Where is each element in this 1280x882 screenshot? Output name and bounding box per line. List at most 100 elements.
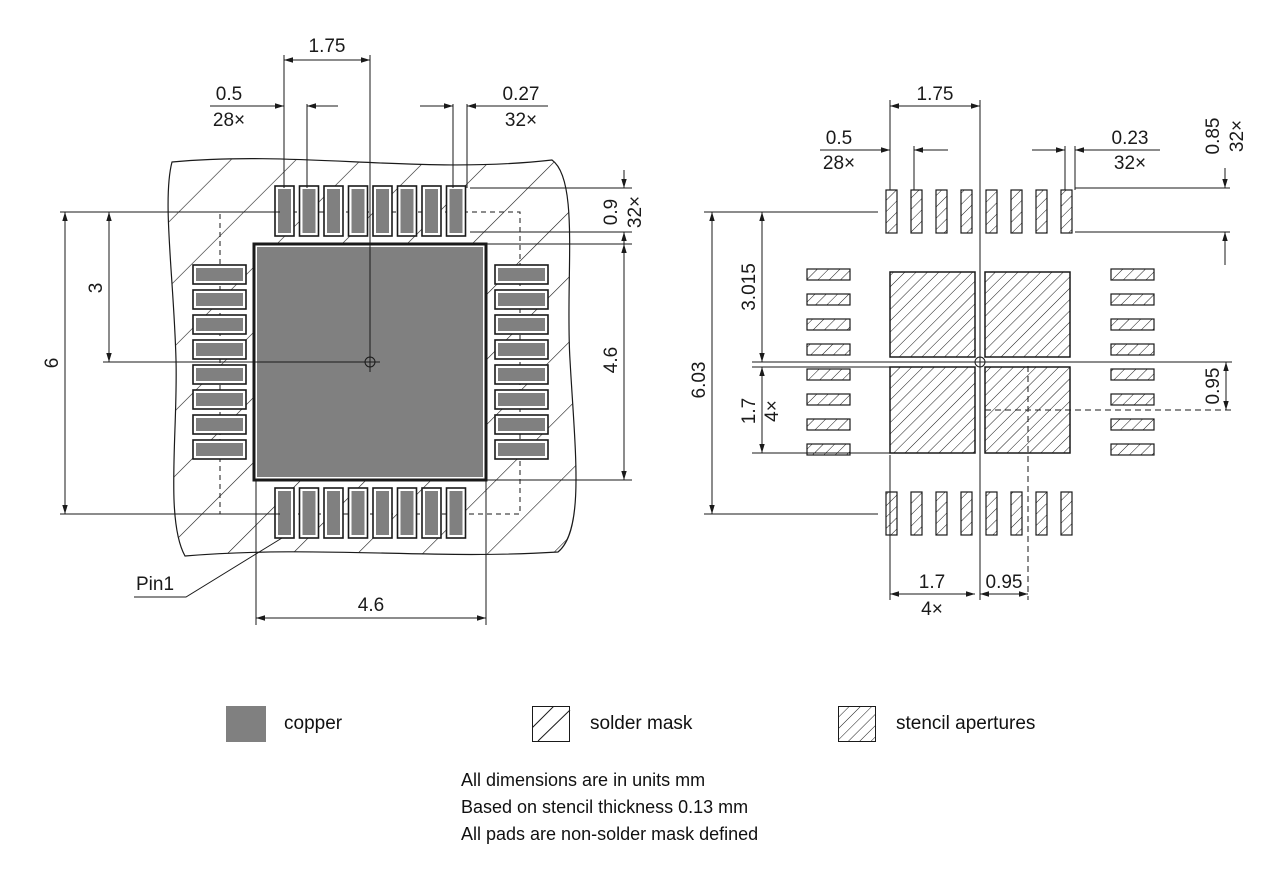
pad-top-copper — [400, 189, 414, 233]
aperture-right — [1110, 293, 1155, 306]
dim-0-85: 0.85 — [1203, 118, 1224, 155]
pad-bottom-copper — [376, 491, 389, 535]
dim-4-6-horizontal: 4.6 — [358, 595, 384, 616]
aperture-bottom — [910, 491, 923, 536]
aperture-top — [1010, 189, 1023, 234]
pad-bottom-copper — [425, 491, 438, 535]
dim-4x-vertical: 4× — [762, 400, 783, 422]
pad-top-copper — [351, 189, 365, 233]
pad-top-copper — [327, 189, 340, 233]
pad-left-copper — [196, 368, 243, 381]
aperture-bottom — [935, 491, 948, 536]
dim-1-7-vertical: 1.7 — [739, 398, 760, 424]
dim-0-23: 0.23 — [1112, 128, 1149, 149]
legend-label-copper: copper — [284, 713, 343, 734]
pad-left-copper — [196, 293, 243, 306]
package-outline — [219, 211, 521, 515]
pad-bottom-copper — [278, 491, 291, 535]
aperture-top — [910, 189, 923, 234]
pad-left-copper — [196, 318, 243, 331]
dim-1-75-right: 1.75 — [917, 84, 954, 105]
dim-6: 6 — [42, 358, 63, 369]
dim-32x-side-left: 32× — [625, 196, 646, 228]
aperture-center-bl — [889, 366, 976, 454]
aperture-center-tl — [889, 271, 976, 358]
dim-1-75-left: 1.75 — [309, 36, 346, 57]
aperture-right — [1110, 268, 1155, 281]
note-pads: All pads are non-solder mask defined — [461, 824, 759, 844]
aperture-bottom — [1035, 491, 1048, 536]
dim-6-03: 6.03 — [689, 362, 710, 399]
dim-0-27: 0.27 — [503, 84, 540, 105]
pad-top-copper — [376, 189, 389, 233]
aperture-bottom — [1060, 491, 1073, 536]
aperture-bottom — [960, 491, 973, 536]
aperture-right — [1110, 393, 1155, 406]
aperture-top — [1035, 189, 1048, 234]
aperture-left — [806, 268, 851, 281]
dim-4x-horizontal: 4× — [921, 599, 943, 620]
pad-right-copper — [498, 268, 545, 281]
pad-bottom-copper — [400, 491, 414, 535]
pad-right-copper — [498, 393, 545, 406]
dim-32x-right: 32× — [1114, 153, 1146, 174]
pad-top-copper — [449, 189, 463, 233]
aperture-right — [1110, 318, 1155, 331]
pad-left-copper — [196, 418, 243, 431]
footprint-drawing: 1.75 0.5 28× 0.27 32× 0.9 32× 3 6 4.6 4.… — [42, 36, 1248, 625]
dim-0-5-left: 0.5 — [216, 84, 242, 105]
dim-1-7-horizontal: 1.7 — [919, 572, 945, 593]
note-stencil: Based on stencil thickness 0.13 mm — [461, 797, 749, 817]
left-pads — [192, 185, 549, 539]
aperture-top — [985, 189, 998, 234]
aperture-top — [885, 189, 898, 234]
right-view — [704, 100, 1232, 600]
aperture-left — [806, 443, 851, 456]
aperture-left — [806, 318, 851, 331]
pad-right-copper — [498, 368, 545, 381]
dim-3: 3 — [86, 283, 107, 294]
pad-right-copper — [498, 343, 545, 356]
dim-4-6-vertical: 4.6 — [601, 347, 622, 373]
legend-stencil: stencil apertures — [838, 704, 1035, 744]
stencil-swatch-icon — [838, 706, 876, 742]
pad-right-copper — [498, 443, 545, 456]
legend-label-stencil: stencil apertures — [896, 713, 1036, 734]
pad-top-copper — [302, 189, 316, 233]
pad-top-copper — [425, 189, 438, 233]
dim-28x-left: 28× — [213, 110, 245, 131]
pad-left-copper — [196, 343, 243, 356]
pad-bottom-copper — [351, 491, 365, 535]
aperture-left — [806, 343, 851, 356]
aperture-bottom — [1010, 491, 1023, 536]
aperture-right — [1110, 368, 1155, 381]
dim-0-5-right: 0.5 — [826, 128, 852, 149]
note-units: All dimensions are in units mm — [461, 770, 706, 790]
solder-mask-swatch-icon — [532, 706, 571, 742]
notes: All dimensions are in units mm Based on … — [461, 767, 758, 848]
aperture-top — [960, 189, 973, 234]
aperture-center-tr — [984, 271, 1071, 358]
pad-top-copper — [278, 189, 291, 233]
aperture-top — [935, 189, 948, 234]
aperture-left — [806, 368, 851, 381]
pad-left-copper — [196, 393, 243, 406]
dim-28x-right: 28× — [823, 153, 855, 174]
dim-32x-side-right: 32× — [1227, 120, 1248, 152]
aperture-left — [806, 293, 851, 306]
copper-swatch-icon — [226, 706, 266, 742]
dim-0-9: 0.9 — [601, 199, 622, 225]
dim-3-015: 3.015 — [739, 263, 760, 311]
pin1-label: Pin1 — [136, 574, 174, 595]
aperture-right — [1110, 418, 1155, 431]
pad-right-copper — [498, 318, 545, 331]
right-view-labels: 1.75 0.5 28× 0.23 32× 0.85 32× 3.015 6.0… — [689, 84, 1248, 620]
legend-copper: copper — [226, 704, 342, 744]
aperture-bottom — [985, 491, 998, 536]
pad-bottom-copper — [327, 491, 340, 535]
left-view-labels: 1.75 0.5 28× 0.27 32× 0.9 32× 3 6 4.6 4.… — [42, 36, 646, 616]
dim-32x-left: 32× — [505, 110, 537, 131]
left-view — [60, 55, 632, 625]
pad-left-copper — [196, 268, 243, 281]
pad-bottom-copper — [449, 491, 463, 535]
